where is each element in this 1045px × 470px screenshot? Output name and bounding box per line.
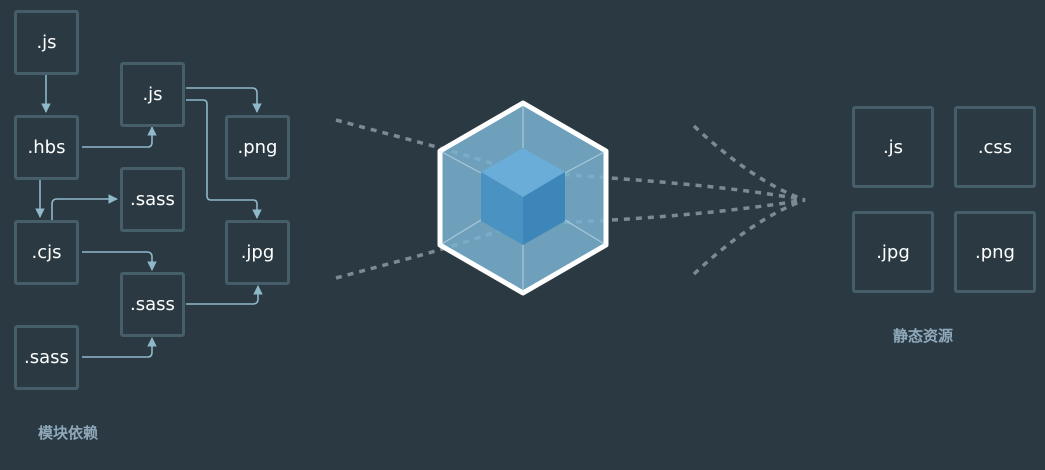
module-js-top: .js xyxy=(14,10,79,75)
asset-js: .js xyxy=(852,106,934,188)
module-label: .png xyxy=(237,137,278,158)
assets-caption: 静态资源 xyxy=(893,327,954,345)
link-cjs-to-sass-2 xyxy=(82,251,157,271)
module-label: .hbs xyxy=(27,137,66,158)
link-cjs-to-sass xyxy=(51,194,118,220)
module-js: .js xyxy=(120,62,185,127)
asset-label: .css xyxy=(977,136,1013,158)
asset-png: .png xyxy=(954,211,1036,293)
module-label: .jpg xyxy=(240,242,275,263)
module-label: .js xyxy=(36,32,57,53)
link-js-to-jpg xyxy=(186,99,262,219)
asset-css: .css xyxy=(954,106,1036,188)
flow-arrow-lower xyxy=(692,198,806,276)
dependency-links xyxy=(35,75,263,358)
link-sass-to-jpg xyxy=(186,285,263,305)
module-label: .js xyxy=(142,84,163,105)
link-js-to-png xyxy=(186,87,262,113)
module-sass-1: .sass xyxy=(120,167,185,232)
module-sass-3: .sass xyxy=(14,325,79,390)
asset-jpg: .jpg xyxy=(852,211,934,293)
link-hbs-to-js xyxy=(82,126,157,148)
module-hbs: .hbs xyxy=(14,115,79,180)
module-label: .sass xyxy=(24,347,69,368)
modules-caption: 模块依赖 xyxy=(38,424,99,442)
link-sass-to-sass xyxy=(82,337,157,358)
module-cjs: .cjs xyxy=(14,220,79,285)
webpack-cube-icon xyxy=(437,100,609,296)
module-jpg: .jpg xyxy=(225,220,290,285)
asset-label: .js xyxy=(882,136,904,158)
flow-arrow-upper xyxy=(692,124,806,202)
module-label: .cjs xyxy=(31,242,62,263)
asset-label: .png xyxy=(975,241,1015,263)
module-label: .sass xyxy=(130,294,175,315)
module-sass-2: .sass xyxy=(120,272,185,337)
module-label: .sass xyxy=(130,189,175,210)
asset-label: .jpg xyxy=(876,241,910,263)
module-png: .png xyxy=(225,115,290,180)
